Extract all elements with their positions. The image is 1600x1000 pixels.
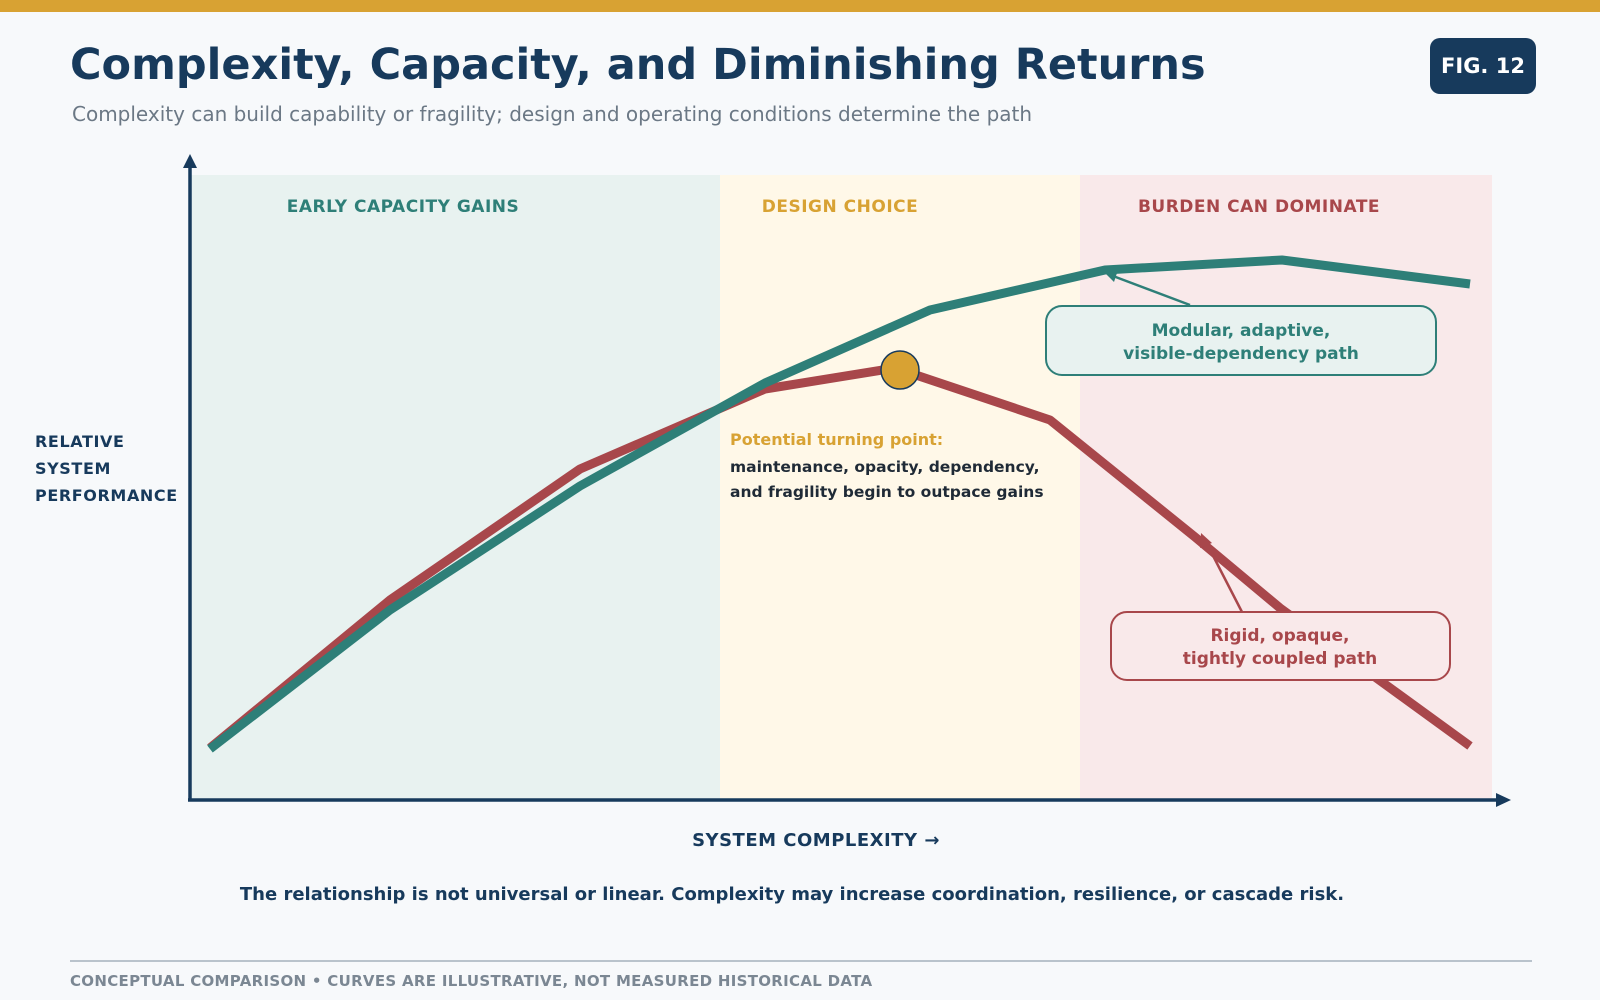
figure-badge: FIG. 12 <box>1430 38 1536 94</box>
turning-point-line-1: maintenance, opacity, dependency, <box>730 458 1040 476</box>
page-subtitle: Complexity can build capability or fragi… <box>72 102 1033 126</box>
rigid-callout-leader <box>1205 543 1244 613</box>
footnote: The relationship is not universal or lin… <box>239 884 1345 905</box>
rigid-callout-line-2: tightly coupled path <box>1183 649 1378 669</box>
rigid-callout-arrowhead <box>1200 533 1212 548</box>
x-axis-label: SYSTEM COMPLEXITY → <box>692 830 940 851</box>
top-accent-bar <box>0 0 1600 12</box>
y-axis-arrowhead <box>183 154 197 168</box>
zone-label-burden-can-dominate: BURDEN CAN DOMINATE <box>1138 197 1380 217</box>
modular-callout-leader <box>1112 274 1191 307</box>
y-axis-label-line-2: SYSTEM <box>35 459 111 478</box>
zone-label-early-capacity-gains: EARLY CAPACITY GAINS <box>287 197 520 217</box>
rigid-callout-line-1: Rigid, opaque, <box>1210 626 1349 646</box>
turning-point-marker <box>880 350 920 390</box>
zone-design-choice-background <box>720 175 1080 800</box>
y-axis-label-line-3: PERFORMANCE <box>35 486 178 505</box>
turning-point-heading: Potential turning point: <box>730 430 943 449</box>
turning-point-line-2: and fragility begin to outpace gains <box>730 483 1044 501</box>
x-axis-arrowhead <box>1496 793 1511 807</box>
modular-callout-line-2: visible-dependency path <box>1123 344 1359 364</box>
y-axis-label-line-1: RELATIVE <box>35 432 125 451</box>
modular-callout-arrowhead <box>1104 270 1118 282</box>
modular-path-curve <box>207 255 1471 753</box>
zone-label-design-choice: DESIGN CHOICE <box>762 197 918 217</box>
footer-divider <box>70 960 1532 962</box>
y-axis-label: RELATIVE SYSTEM PERFORMANCE <box>35 428 178 509</box>
footer-caption: CONCEPTUAL COMPARISON • CURVES ARE ILLUS… <box>70 972 873 990</box>
page-title: Complexity, Capacity, and Diminishing Re… <box>70 40 1206 90</box>
modular-callout-box <box>1045 305 1437 376</box>
modular-callout-line-1: Modular, adaptive, <box>1152 321 1331 341</box>
rigid-callout-box <box>1110 611 1451 681</box>
